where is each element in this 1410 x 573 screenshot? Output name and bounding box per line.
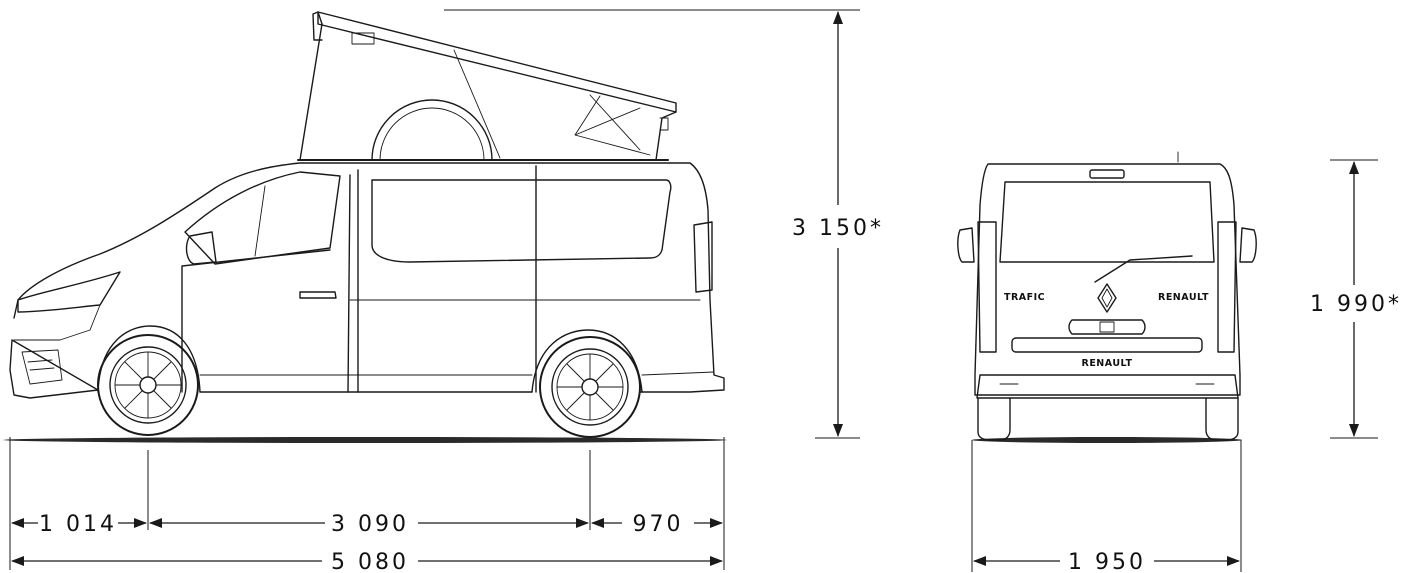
rear-brand-lettering: RENAULT (1082, 358, 1133, 369)
height-closed-value: 1 990* (1310, 292, 1402, 317)
front-wheel (97, 334, 199, 436)
van-body-outline (9, 162, 725, 399)
height-raised-value: 3 150* (792, 216, 884, 241)
side-mirror (185, 231, 217, 265)
rear-side-window (371, 179, 672, 263)
overall-length-value: 5 080 (331, 550, 409, 573)
left-mirror (957, 227, 975, 263)
wheelbase-value: 3 090 (331, 512, 409, 537)
rear-overhang-value: 970 (633, 512, 684, 537)
dimension-wheelbase: 3 090 (149, 512, 589, 537)
brand-badge-right: RENAULT (1158, 292, 1209, 303)
windshield (184, 171, 341, 265)
license-plate-area (1011, 337, 1203, 353)
door-handle (299, 291, 337, 299)
rear-wiper (1094, 255, 1193, 283)
pop-up-roof (297, 11, 677, 161)
rear-ground-shadow (972, 437, 1242, 443)
side-view-van (3, 11, 727, 443)
model-badge: TRAFIC (1004, 292, 1045, 303)
rear-window (999, 181, 1215, 263)
front-door (181, 174, 351, 393)
side-extension-lines (9, 437, 725, 570)
dimension-front-overhang: 1 014 (11, 512, 147, 537)
rear-body-outline (974, 163, 1241, 396)
rear-wheel (539, 336, 641, 438)
front-overhang-value: 1 014 (39, 512, 117, 537)
renault-logo (1097, 283, 1117, 313)
dimension-overall-length: 5 080 (11, 550, 723, 573)
dimension-width: 1 950 (971, 440, 1242, 573)
dimension-rear-overhang: 970 (591, 512, 723, 537)
side-ground-shadow (3, 437, 727, 443)
right-mirror (1239, 227, 1257, 263)
sliding-door (357, 165, 537, 393)
width-value: 1 950 (1068, 550, 1146, 573)
dimension-height-raised: 3 150* (444, 9, 884, 439)
dimension-height-closed: 1 990* (1310, 159, 1402, 439)
rear-view-van: TRAFIC RENAULT RENAULT (957, 151, 1257, 443)
